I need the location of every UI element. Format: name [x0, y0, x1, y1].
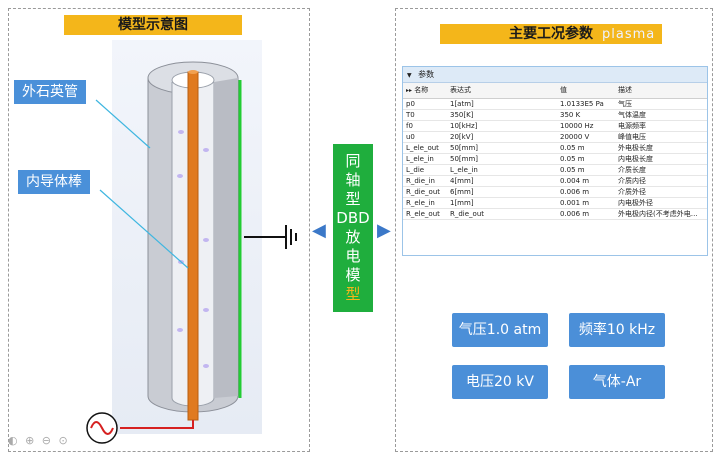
- parameters-panel-title: 主要工况参数: [440, 24, 662, 44]
- arrow-left-icon: ◀: [312, 220, 326, 241]
- cell-description: 介质外径: [615, 186, 707, 198]
- cell-expression: 1[mm]: [447, 197, 557, 209]
- source-wire: [120, 420, 194, 429]
- cell-value: 20000 V: [557, 131, 615, 143]
- cell-value: 0.05 m: [557, 153, 615, 165]
- voltage-badge: 电压20 kV: [452, 365, 548, 399]
- inner-label-pointer: [99, 189, 189, 269]
- cell-name: u0: [403, 131, 447, 143]
- watermark-text: plasma: [602, 27, 656, 42]
- cell-name: R_ele_out: [403, 208, 447, 220]
- banner-char: 同: [345, 152, 361, 170]
- banner-char: 型: [345, 190, 361, 208]
- cell-description: 峰值电压: [615, 131, 707, 143]
- banner-char: 型: [345, 285, 361, 303]
- cell-description: 内电极长度: [615, 153, 707, 165]
- cell-description: 外电极长度: [615, 142, 707, 154]
- ground-icon: [285, 225, 297, 249]
- pressure-badge: 气压1.0 atm: [452, 313, 548, 347]
- section-title: 参数: [418, 70, 435, 79]
- cell-value: 10000 Hz: [557, 120, 615, 132]
- banner-char: 电: [345, 247, 361, 265]
- parameters-section-header[interactable]: ▼ 参数: [403, 67, 707, 83]
- cell-expression: 50[mm]: [447, 153, 557, 165]
- cell-value: 350 K: [557, 109, 615, 121]
- cell-expression: R_die_out: [447, 208, 557, 220]
- sine-wave-icon: [90, 421, 114, 435]
- cell-expression: 1[atm]: [447, 98, 557, 110]
- cell-description: 气体温度: [615, 109, 707, 121]
- cell-description: 气压: [615, 98, 707, 110]
- label-inner-conductor: 内导体棒: [18, 170, 90, 194]
- cell-expression: L_ele_in: [447, 164, 557, 176]
- column-header-name[interactable]: ▸▸ 名称: [403, 83, 447, 99]
- cell-value: 0.006 m: [557, 186, 615, 198]
- cell-expression: 10[kHz]: [447, 120, 557, 132]
- banner-char: 放: [345, 228, 361, 246]
- column-header-value[interactable]: 值: [557, 83, 615, 99]
- model-panel-title: 模型示意图: [64, 15, 242, 35]
- table-header-row: ▸▸ 名称 表达式 值 描述: [403, 83, 707, 99]
- cell-value: 1.0133E5 Pa: [557, 98, 615, 110]
- cell-name: R_die_out: [403, 186, 447, 198]
- frequency-badge: 频率10 kHz: [569, 313, 665, 347]
- cell-value: 0.05 m: [557, 142, 615, 154]
- collapse-triangle-icon[interactable]: ▼: [407, 72, 412, 79]
- cell-name: L_ele_in: [403, 153, 447, 165]
- cell-name: p0: [403, 98, 447, 110]
- cell-expression: 50[mm]: [447, 142, 557, 154]
- rod-top: [188, 70, 198, 74]
- cell-name: L_die: [403, 164, 447, 176]
- cell-description: 介质内径: [615, 175, 707, 187]
- banner-char: DBD: [336, 209, 370, 227]
- banner-char: 轴: [345, 171, 361, 189]
- cell-description: 介质长度: [615, 164, 707, 176]
- cell-name: R_die_in: [403, 175, 447, 187]
- column-header-description[interactable]: 描述: [615, 83, 707, 99]
- column-header-expression[interactable]: 表达式: [447, 83, 557, 99]
- player-toolbar[interactable]: ◐ ⊕ ⊖ ⊙: [8, 434, 70, 447]
- cell-name: R_ele_in: [403, 197, 447, 209]
- inner-conductor-rod: [187, 71, 199, 421]
- tube-wall-shade: [214, 78, 238, 398]
- cell-name: f0: [403, 120, 447, 132]
- cell-expression: 6[mm]: [447, 186, 557, 198]
- cell-value: 0.001 m: [557, 197, 615, 209]
- banner-char: 模: [345, 266, 361, 284]
- discharge-glow: [177, 130, 209, 368]
- cell-description: 电源频率: [615, 120, 707, 132]
- cell-value: 0.05 m: [557, 164, 615, 176]
- cell-value: 0.004 m: [557, 175, 615, 187]
- cell-expression: 20[kV]: [447, 131, 557, 143]
- model-type-banner: 同 轴 型 DBD 放 电 模 型: [333, 144, 373, 312]
- cell-name: T0: [403, 109, 447, 121]
- outer-label-pointer: [95, 99, 151, 149]
- cell-expression: 4[mm]: [447, 175, 557, 187]
- gas-badge: 气体-Ar: [569, 365, 665, 399]
- cell-name: L_ele_out: [403, 142, 447, 154]
- label-outer-quartz-tube: 外石英管: [14, 80, 86, 104]
- cell-description: 外电极内径(不考虑外电…: [615, 208, 707, 220]
- cell-description: 内电极外径: [615, 197, 707, 209]
- arrow-right-icon: ▶: [377, 220, 391, 241]
- cell-value: 0.006 m: [557, 208, 615, 220]
- cell-expression: 350[K]: [447, 109, 557, 121]
